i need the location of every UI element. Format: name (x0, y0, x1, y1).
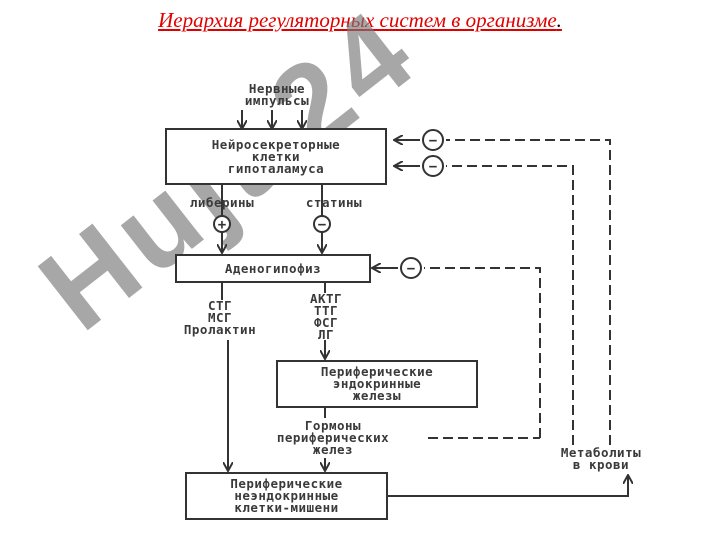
adenohypophysis-label: Аденогипофиз (224, 260, 322, 276)
minus-circle-middle (422, 155, 444, 177)
hypothalamus-label: Нейросекреторные клетки гипоталамуса (211, 136, 341, 176)
minus-sign-statin: − (318, 217, 326, 233)
hypothalamus-box: Нейросекреторные клетки гипоталамуса (165, 128, 387, 185)
target-cells-box: Периферические неэндокринные клетки-мише… (185, 472, 388, 520)
liberins-label: либерины (189, 195, 255, 210)
minus-sign-inner: − (407, 261, 415, 277)
nerve-impulses-label: Нервные импульсы (244, 81, 310, 108)
peripheral-endocrine-box: Периферические эндокринные железы (276, 360, 478, 408)
minus-circle-outer (422, 129, 444, 151)
page-title: Иерархия регуляторных систем в организме… (0, 8, 720, 33)
feedback-outer (446, 139, 611, 445)
metabolites-label: Метаболиты в крови (536, 446, 666, 471)
statins-label: статины (305, 195, 363, 210)
minus-sign-outer: − (429, 133, 437, 149)
adenohypophysis-box: Аденогипофиз (175, 254, 371, 283)
feedback-inner (424, 267, 541, 438)
feedback-middle (446, 165, 574, 445)
target-to-metabolites (388, 476, 628, 497)
title-text: Иерархия регуляторных систем в организме (158, 8, 557, 32)
title-dot: . (556, 8, 562, 32)
peripheral-hormones-label: Гормоны периферических желез (276, 418, 390, 457)
minus-circle-inner (400, 257, 422, 279)
peripheral-endocrine-label: Периферические эндокринные железы (320, 364, 434, 403)
target-cells-label: Периферические неэндокринные клетки-мише… (230, 476, 343, 515)
stg-group-label: СТГ МСГ Пролактин (183, 298, 257, 337)
minus-sign-middle: − (429, 159, 437, 175)
plus-circle (213, 215, 231, 233)
plus-sign: + (218, 217, 226, 233)
actg-group-label: АКТГ ТТГ ФСГ ЛГ (309, 291, 343, 342)
minus-circle-statin (313, 215, 331, 233)
